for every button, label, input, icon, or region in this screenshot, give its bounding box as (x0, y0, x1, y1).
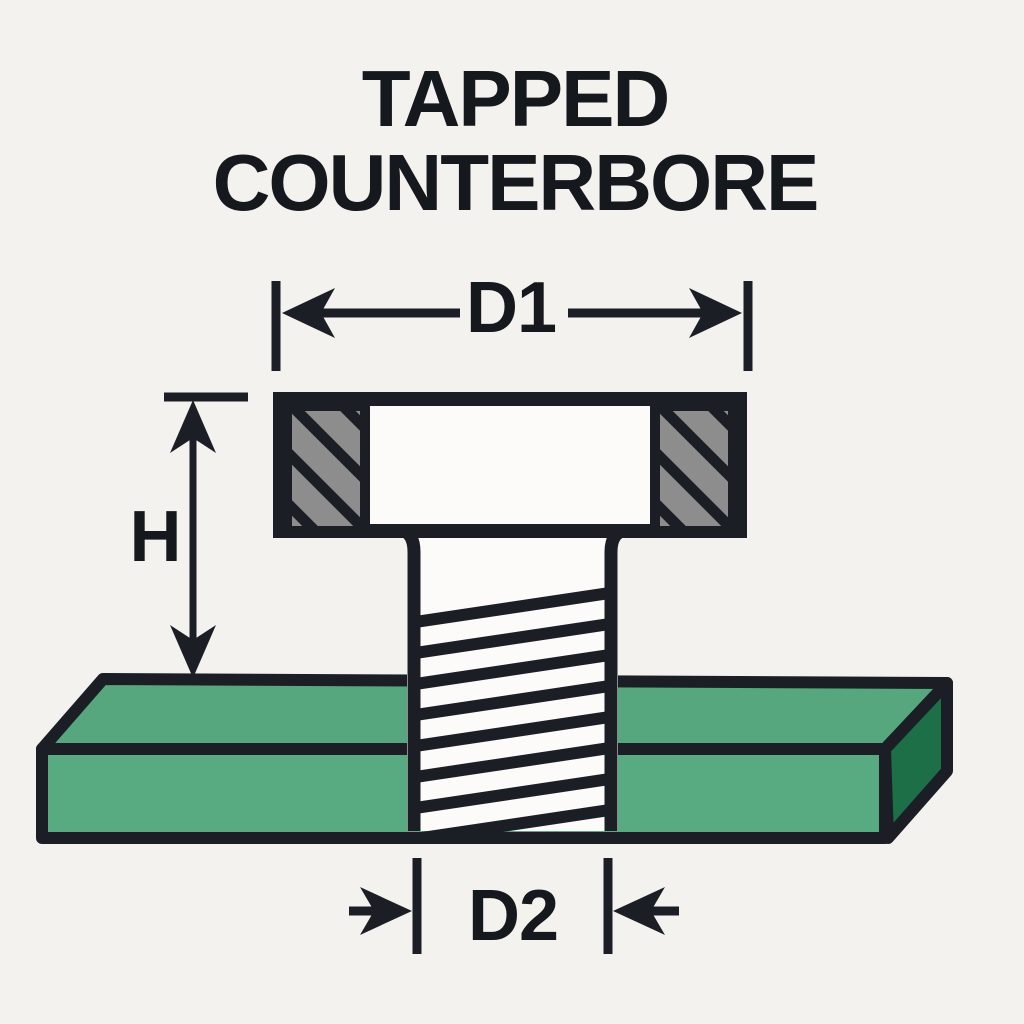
h-label: H (130, 497, 181, 577)
thread-line (420, 649, 605, 690)
hatch-stripe (290, 498, 320, 528)
thread-lines (420, 587, 605, 832)
left-hatch-stripes (290, 409, 362, 528)
hatch-stripe (658, 409, 730, 484)
hatch-stripe (338, 409, 362, 433)
tapped-hole-group (398, 523, 628, 832)
d2-right-arrowhead-icon (613, 887, 665, 935)
h-down-arrowhead-icon (170, 625, 216, 678)
hatch-stripe (290, 447, 362, 528)
thread-line (420, 742, 605, 783)
hatch-stripe (706, 409, 730, 433)
d1-left-arrowhead-icon (282, 288, 335, 338)
d2-label: D2 (468, 876, 558, 956)
h-up-arrowhead-icon (170, 400, 216, 453)
d2-left-arrowhead-icon (360, 887, 412, 935)
thread-line (420, 587, 605, 628)
thread-line (420, 680, 605, 721)
d1-label: D1 (466, 268, 556, 348)
thread-line (420, 618, 605, 659)
dimension-d2: D2 (349, 858, 679, 956)
thread-line (420, 773, 605, 814)
thread-line (421, 804, 605, 832)
dimension-d1: D1 (271, 268, 753, 371)
hatch-stripe (658, 447, 730, 528)
title-block: TAPPED COUNTERBORE (213, 54, 820, 227)
title-line-1: TAPPED (362, 54, 669, 143)
right-hatch-stripes (658, 409, 730, 528)
counterbore-head-group (273, 392, 747, 538)
d1-right-arrowhead-icon (689, 288, 742, 338)
hatch-stripe (290, 409, 362, 484)
thread-line (420, 711, 605, 752)
title-line-2: COUNTERBORE (213, 138, 818, 227)
dimension-h: H (130, 392, 248, 678)
hatch-stripe (658, 498, 688, 528)
